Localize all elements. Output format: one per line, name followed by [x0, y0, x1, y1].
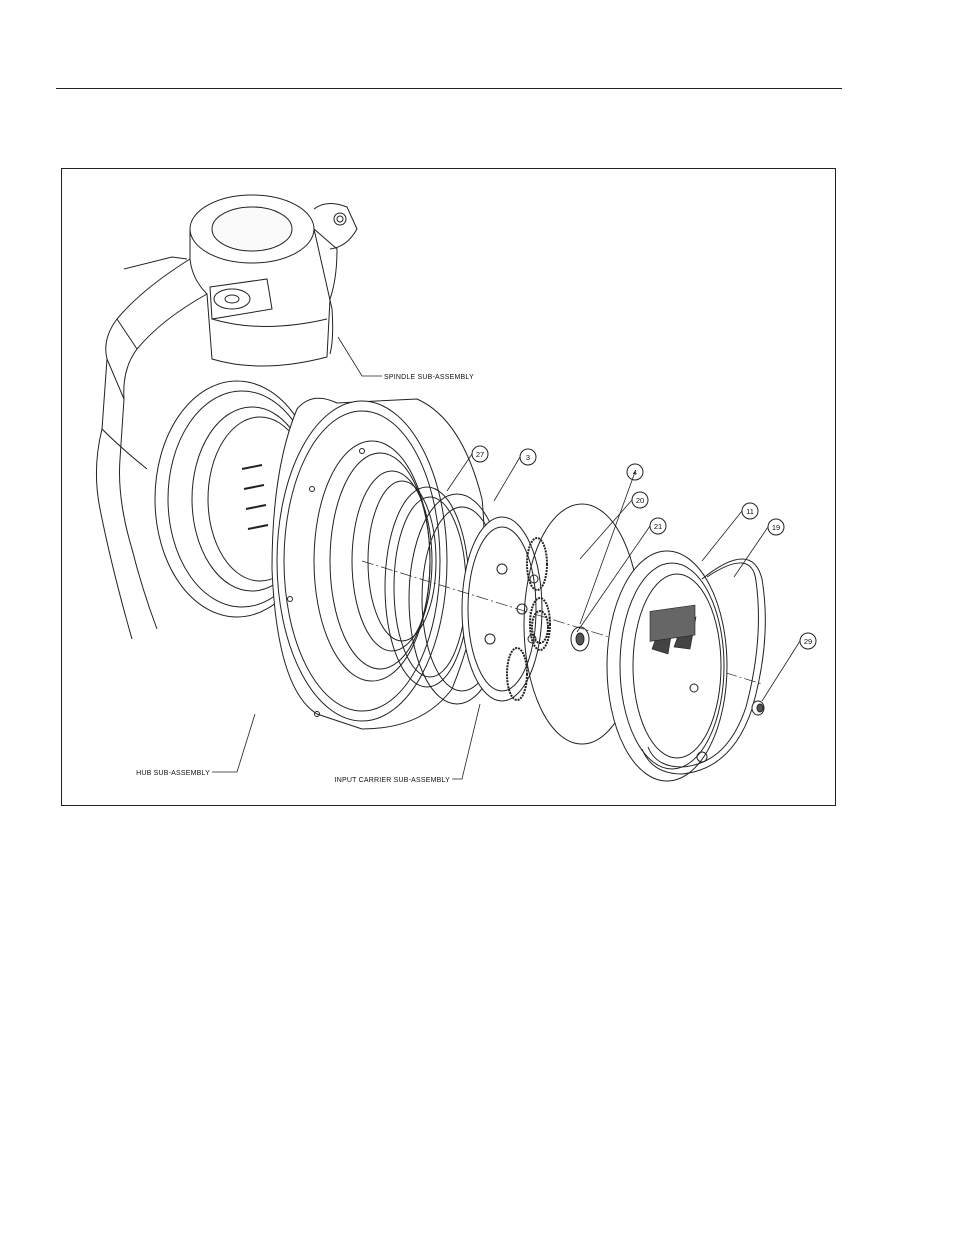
- figure-frame: 27 3 4 20 21 11 19 29 SPINDLE SUB-ASSEMB…: [61, 168, 836, 806]
- balloon-19-label: 19: [772, 523, 780, 532]
- part-21-bushing: [571, 627, 589, 651]
- spindle-sub-assembly-label: SPINDLE SUB-ASSEMBLY: [384, 374, 474, 381]
- header-rule: [56, 88, 842, 89]
- input-carrier-sub-assembly-label: INPUT CARRIER SUB-ASSEMBLY: [335, 777, 451, 784]
- hub-body: [272, 398, 484, 729]
- balloon-4-label: 4: [633, 468, 637, 477]
- balloon-3-label: 3: [526, 453, 530, 462]
- exploded-view-drawing: 27 3 4 20 21 11 19 29 SPINDLE SUB-ASSEMB…: [62, 169, 837, 807]
- balloon-29-label: 29: [804, 637, 812, 646]
- input-carrier-sub-assembly: [462, 517, 550, 701]
- balloon-27-label: 27: [476, 450, 484, 459]
- hub-sub-assembly-label: HUB SUB-ASSEMBLY: [136, 770, 210, 777]
- balloon-20-label: 20: [636, 496, 644, 505]
- part-29-plug: [752, 701, 764, 715]
- balloon-21-label: 21: [654, 522, 662, 531]
- balloon-11-label: 11: [746, 507, 754, 516]
- part-11-cover: [607, 551, 727, 781]
